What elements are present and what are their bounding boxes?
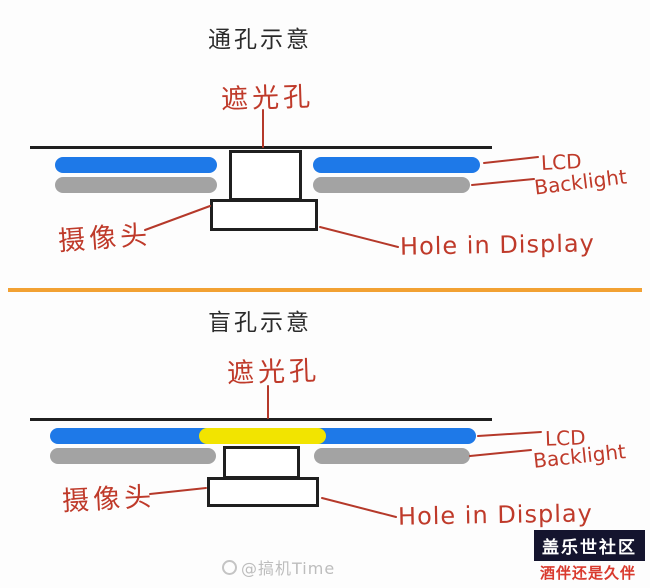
leader-hole-in-display-bottom [321, 497, 397, 518]
blind-hole-camera-label: 摄像头 [61, 481, 156, 518]
blind-hole-cover-glass-line [30, 418, 492, 421]
blind-hole-shade-hole-label: 遮光孔 [226, 355, 321, 390]
leader-lcd-top [483, 156, 539, 164]
blind-hole-punch-rect [223, 446, 300, 479]
through-hole-shade-hole-label: 遮光孔 [220, 81, 315, 116]
leader-lcd-bottom [477, 431, 542, 437]
through-hole-cover-glass-line [30, 146, 492, 149]
through-hole-lcd-bar-right [313, 157, 480, 173]
center-watermark-text: @搞机Time [241, 559, 336, 578]
blind-hole-yellow-segment [199, 428, 326, 444]
through-hole-camera-label: 摄像头 [57, 219, 153, 258]
leader-hole-in-display-top [319, 226, 399, 248]
blind-hole-hole-in-display-label: Hole in Display [397, 499, 593, 531]
leader-camera-top [144, 205, 211, 231]
through-hole-backlight-bar-left [55, 177, 217, 193]
blind-hole-backlight-bar-left [50, 448, 216, 464]
weibo-logo-icon [222, 559, 237, 575]
leader-camera-bottom [149, 487, 207, 495]
through-hole-backlight-bar-right [313, 177, 470, 193]
center-watermark: @搞机Time [222, 555, 335, 579]
section-divider [8, 288, 642, 292]
community-badge: 盖乐世社区 [534, 530, 645, 561]
through-hole-title: 通孔示意 [208, 27, 312, 53]
through-hole-camera-rect [210, 199, 318, 231]
blind-hole-title: 盲孔示意 [208, 310, 312, 336]
blind-hole-camera-rect [207, 477, 319, 507]
through-hole-lcd-bar-left [55, 157, 217, 173]
through-hole-punch-rect [229, 150, 302, 201]
blind-hole-backlight-bar-right [314, 448, 470, 464]
leader-backlight-top [471, 178, 535, 186]
through-hole-hole-in-display-label: Hole in Display [399, 229, 595, 261]
community-badge-subtitle: 酒伴还是久伴 [540, 564, 637, 582]
leader-backlight-bottom [469, 449, 532, 457]
